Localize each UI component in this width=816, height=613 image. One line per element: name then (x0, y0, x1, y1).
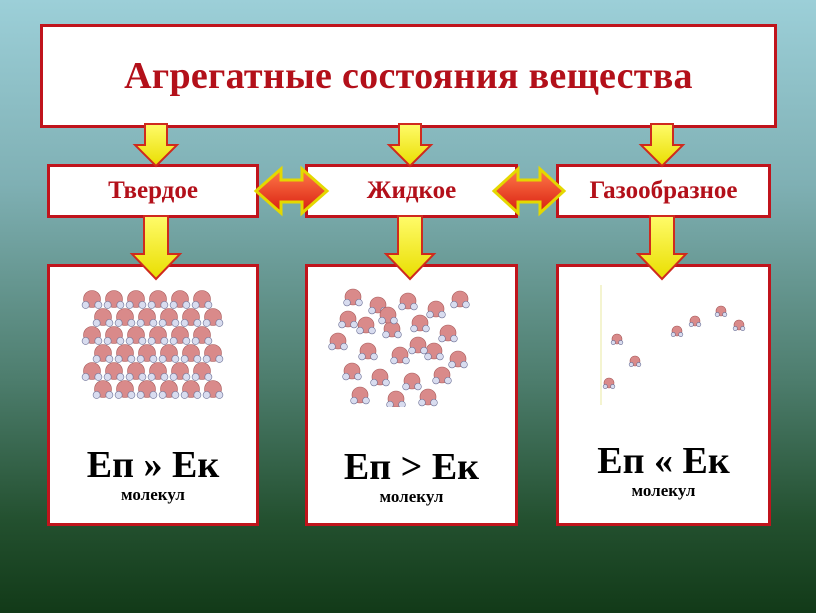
liquid-molecule (438, 324, 458, 343)
solid-molecule (125, 362, 147, 381)
liquid-molecule (342, 362, 362, 381)
liquid-molecule (418, 388, 438, 407)
liquid-molecule (350, 386, 370, 405)
down-arrow-title-solid (132, 123, 180, 168)
energy-relation-gas: Еп « Ек молекул (559, 441, 768, 501)
liquid-molecule (356, 316, 376, 335)
state-label-gas: Газообразное (589, 177, 738, 204)
gas-molecules (602, 305, 746, 389)
liquid-molecule (398, 292, 418, 311)
solid-molecule (81, 326, 103, 345)
gas-molecule (628, 355, 642, 367)
solid-molecule (114, 308, 136, 327)
solid-molecule (202, 380, 224, 399)
liquid-molecule (402, 372, 422, 391)
state-label-solid: Твердое (108, 177, 198, 204)
liquid-molecule (410, 314, 430, 333)
solid-molecule (136, 308, 158, 327)
liquid-molecule (426, 300, 446, 319)
solid-molecule (202, 308, 224, 327)
liquid-molecule (386, 390, 406, 407)
solid-molecule (147, 326, 169, 345)
solid-molecule (147, 362, 169, 381)
state-box-liquid: Жидкое (305, 164, 518, 218)
solid-molecule (191, 362, 213, 381)
solid-molecule (180, 344, 202, 363)
solid-molecule (136, 344, 158, 363)
solid-molecule (147, 290, 169, 309)
title-text: Агрегатные состояния вещества (124, 55, 693, 97)
liquid-molecule (338, 310, 358, 329)
solid-molecule (158, 344, 180, 363)
down-arrow-solid-panel (129, 215, 183, 281)
solid-molecule (81, 290, 103, 309)
solid-molecule (169, 290, 191, 309)
solid-molecule (103, 326, 125, 345)
liquid-molecule (390, 346, 410, 365)
energy-relation-solid: Еп » Ек молекул (50, 445, 256, 505)
down-arrow-liquid-panel (383, 215, 437, 281)
down-arrow-title-gas (638, 123, 686, 168)
gas-molecule (670, 325, 684, 337)
gas-molecule (602, 377, 616, 389)
solid-molecule (92, 380, 114, 399)
solid-lattice (81, 290, 224, 399)
solid-molecule (114, 380, 136, 399)
liquid-molecule (328, 332, 348, 351)
solid-molecule (180, 380, 202, 399)
solid-molecule (103, 362, 125, 381)
liquid-cluster (328, 288, 470, 407)
unit-text-liquid: молекул (379, 487, 444, 506)
energy-text-gas: Еп « Ек (597, 440, 730, 482)
liquid-molecule (424, 342, 444, 361)
liquid-molecule (343, 288, 363, 307)
solid-molecule (81, 362, 103, 381)
liquid-molecule (432, 366, 452, 385)
title-box: Агрегатные состояния вещества (40, 24, 777, 128)
solid-molecule (125, 326, 147, 345)
panel-solid: Еп » Ек молекул (47, 264, 259, 526)
solid-molecule (103, 290, 125, 309)
liquid-molecule (358, 342, 378, 361)
down-arrow-gas-panel (635, 215, 689, 281)
liquid-molecules-image (328, 288, 470, 407)
gas-molecule (610, 333, 624, 345)
solid-molecule (191, 290, 213, 309)
solid-molecule (92, 344, 114, 363)
liquid-molecule (450, 290, 470, 309)
unit-text-gas: молекул (631, 481, 696, 500)
double-arrow-liquid-gas (491, 165, 567, 217)
solid-molecule (169, 326, 191, 345)
solid-molecules-image (81, 290, 224, 399)
state-label-liquid: Жидкое (366, 177, 457, 204)
liquid-molecule (408, 336, 428, 355)
energy-text-liquid: Еп > Ек (343, 446, 480, 488)
liquid-molecule (370, 368, 390, 387)
solid-molecule (191, 326, 213, 345)
liquid-molecule (378, 306, 398, 325)
liquid-molecule (448, 350, 468, 369)
unit-text-solid: молекул (121, 485, 185, 504)
solid-molecule (158, 380, 180, 399)
solid-molecule (125, 290, 147, 309)
gas-molecule (688, 315, 702, 327)
solid-molecule (169, 362, 191, 381)
down-arrow-title-liquid (386, 123, 434, 168)
solid-molecule (136, 380, 158, 399)
gas-molecule (714, 305, 728, 317)
energy-text-solid: Еп » Ек (86, 444, 220, 486)
solid-molecule (92, 308, 114, 327)
solid-molecule (180, 308, 202, 327)
gas-molecules-image (600, 285, 746, 405)
solid-molecule (158, 308, 180, 327)
energy-relation-liquid: Еп > Ек молекул (308, 447, 515, 507)
gas-molecule (732, 319, 746, 331)
solid-molecule (114, 344, 136, 363)
double-arrow-solid-liquid (253, 165, 330, 217)
solid-molecule (202, 344, 224, 363)
